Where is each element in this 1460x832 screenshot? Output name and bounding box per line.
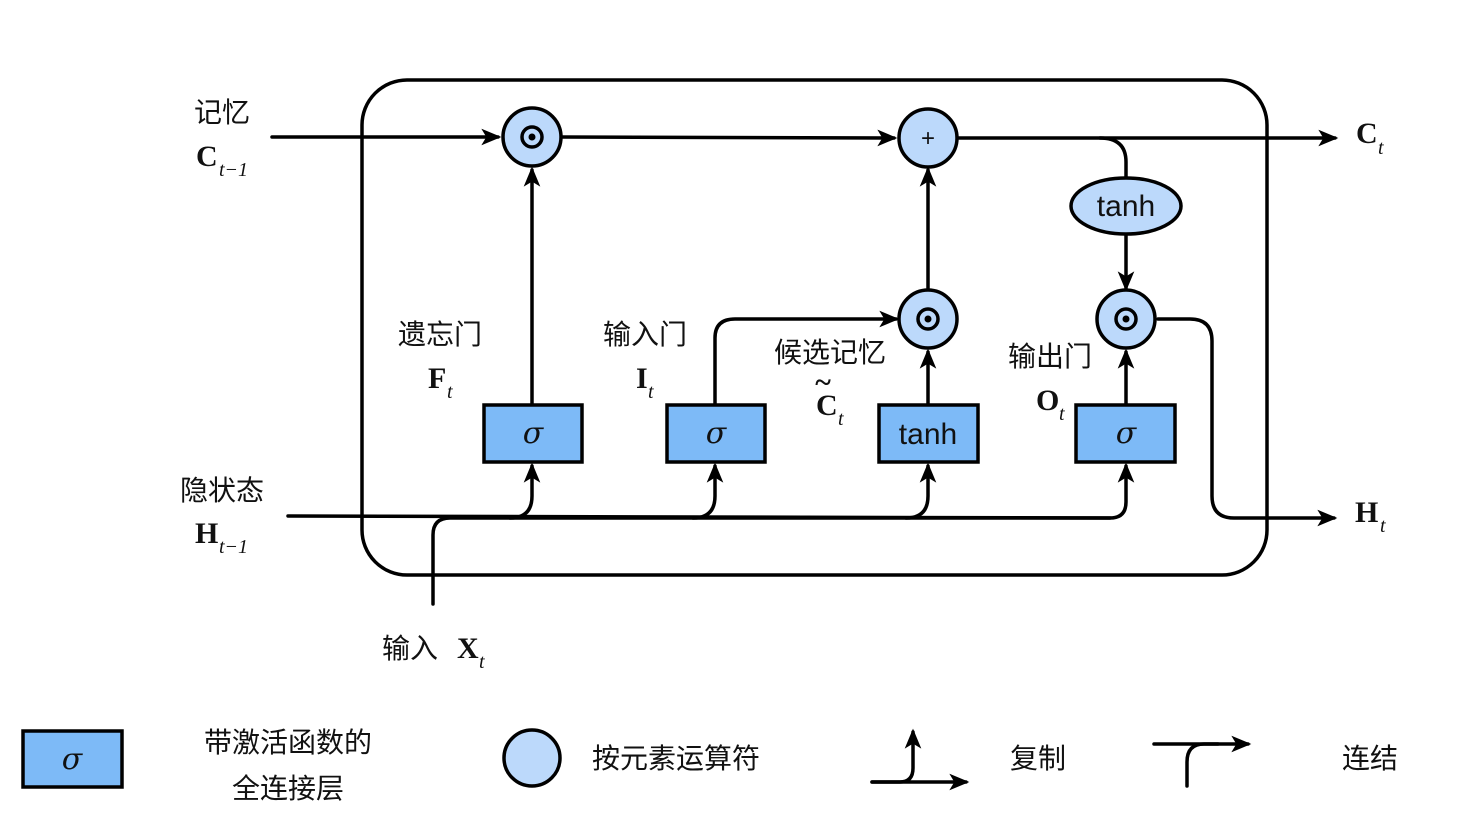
hidden-out-symbol: H [1355, 496, 1378, 529]
legend-copy-item: 复制 [870, 728, 1066, 791]
legend-operator-label: 按元素运算符 [592, 742, 760, 775]
legend-concat-label: 连结 [1342, 742, 1398, 775]
candidate-symbol: C [816, 389, 838, 422]
candidate-label: 候选记忆 [774, 336, 886, 369]
legend: σ 带激活函数的 全连接层 按元素运算符 复制 连结 [21, 726, 1398, 805]
svg-text:σ: σ [706, 416, 728, 451]
hidden-in-label: 隐状态 [180, 474, 264, 507]
forget-mult-operator [501, 106, 563, 168]
input-gate-label: 输入门 [603, 318, 687, 351]
memory-in-subscript: t−1 [219, 159, 248, 181]
legend-fc-label-line1: 带激活函数的 [204, 726, 372, 759]
memory-copy-to-tanh [1098, 136, 1128, 182]
memory-in-symbol: C [196, 140, 218, 173]
input-gate-block: σ [665, 403, 767, 464]
output-mult-operator [1095, 288, 1157, 350]
forget-gate-symbol: F [428, 362, 446, 395]
copy-icon [870, 728, 922, 784]
legend-concat-item: 连结 [1152, 735, 1398, 788]
input-label: 输入 [382, 632, 438, 665]
input-x-line [431, 462, 1135, 606]
output-gate-symbol: O [1036, 384, 1059, 417]
concat-to-forget [508, 462, 541, 520]
plus-icon: + [921, 125, 935, 152]
candidate-tilde: ~ [815, 366, 831, 399]
add-operator: + [897, 107, 959, 169]
input-mult-operator [897, 288, 959, 350]
cell-tanh-operator: tanh [1069, 176, 1183, 236]
svg-text:σ: σ [523, 416, 545, 451]
hidden-in-subscript: t−1 [219, 536, 248, 558]
output-gate-block: σ [1074, 403, 1177, 464]
memory-in-label: 记忆 [194, 96, 250, 129]
memory-out-symbol: C [1356, 117, 1378, 150]
input-symbol: X [457, 632, 479, 665]
input-gate-subscript: t [648, 381, 654, 403]
hidden-in-symbol: H [195, 517, 218, 550]
svg-text:σ: σ [62, 742, 84, 777]
svg-text:tanh: tanh [1097, 190, 1155, 223]
legend-operator-item: 按元素运算符 [502, 728, 760, 788]
legend-copy-label: 复制 [1010, 742, 1066, 775]
hidden-out-subscript: t [1380, 515, 1386, 537]
legend-fc-label-line2: 全连接层 [232, 772, 344, 805]
svg-text:tanh: tanh [899, 418, 957, 451]
input-gate-symbol: I [636, 362, 648, 395]
candidate-block: tanh [877, 403, 980, 464]
memory-mid-line [559, 129, 898, 147]
output-gate-subscript: t [1059, 403, 1065, 425]
forget-gate-subscript: t [447, 381, 453, 403]
hidden-output-line [1156, 317, 1338, 527]
concat-to-candidate [904, 462, 937, 520]
concat-to-input [691, 462, 724, 520]
forget-gate-block: σ [482, 403, 584, 464]
output-gate-label: 输出门 [1008, 340, 1092, 373]
cell-boundary [360, 78, 1269, 577]
input-subscript: t [479, 651, 485, 673]
legend-fc-item: σ 带激活函数的 全连接层 [21, 726, 372, 805]
svg-text:σ: σ [1116, 416, 1138, 451]
memory-out-subscript: t [1378, 137, 1384, 159]
input-to-mult [713, 310, 900, 406]
candidate-subscript: t [838, 408, 844, 430]
forget-gate-label: 遗忘门 [398, 318, 482, 351]
